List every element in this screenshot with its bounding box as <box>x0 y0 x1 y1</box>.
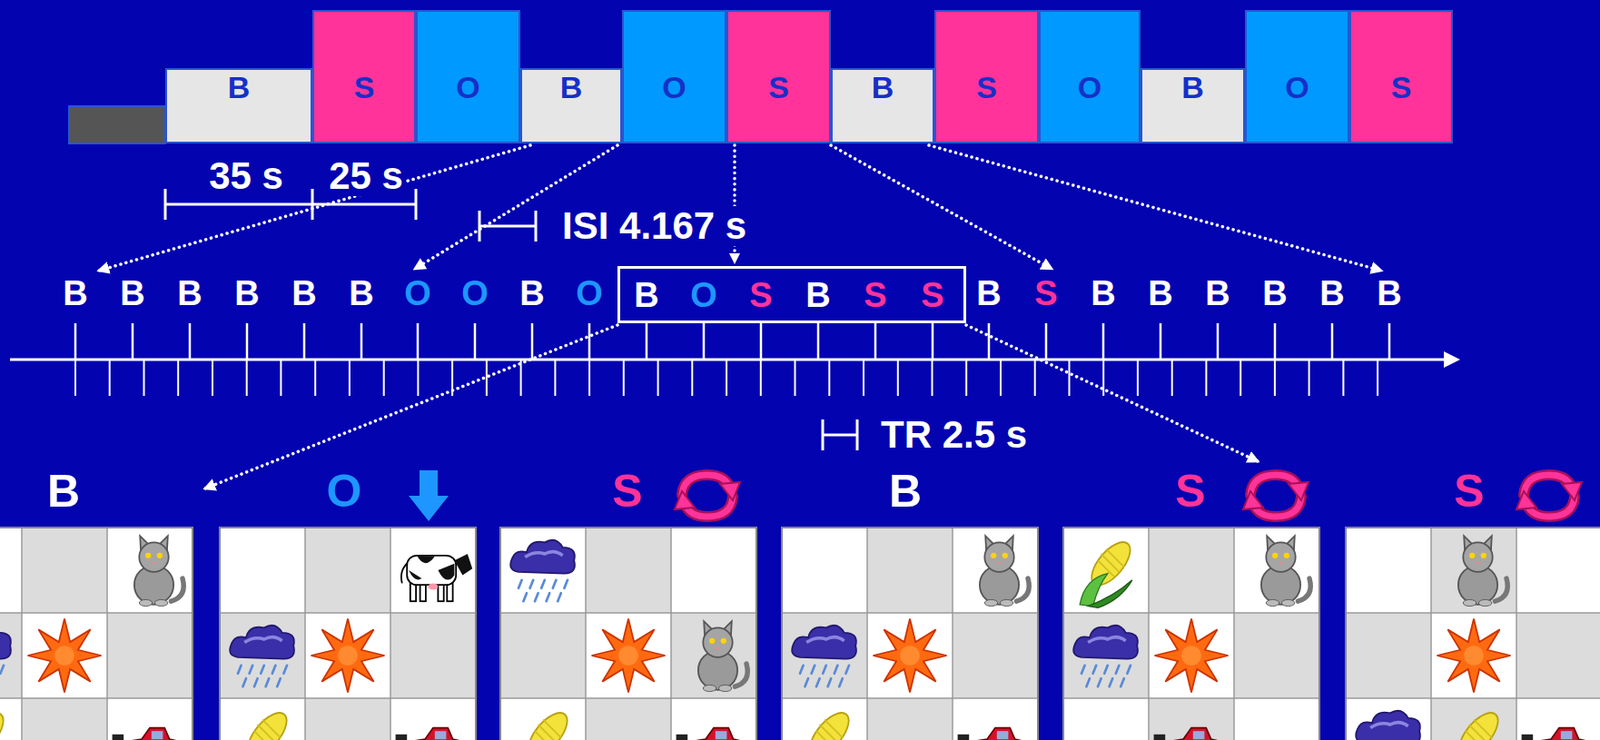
condition-block: B <box>1140 68 1245 144</box>
condition-label: B <box>44 467 83 516</box>
condition-block: S <box>1349 9 1453 144</box>
condition-block: B <box>520 68 623 144</box>
stimulus-letter: O <box>572 276 606 313</box>
dimension-label: 25 s <box>325 156 406 197</box>
stimulus-letter: B <box>1316 276 1347 313</box>
condition-label: S <box>1451 467 1487 516</box>
stimulus-letter: B <box>805 277 830 313</box>
stimulus-letter: B <box>1259 276 1290 313</box>
stimulus-letter: B <box>174 276 205 313</box>
stimulus-letter: B <box>117 276 148 313</box>
condition-block: S <box>934 9 1039 144</box>
condition-block: S <box>312 9 416 144</box>
stimulus-grid <box>500 527 757 740</box>
rotate-icon <box>1516 474 1582 517</box>
stimulus-letter: S <box>920 277 944 313</box>
stimulus-grid <box>0 527 193 740</box>
arrow-head <box>729 253 741 265</box>
condition-label: S <box>1172 467 1208 516</box>
condition-label: S <box>609 467 645 516</box>
dimension-label: 35 s <box>206 156 287 197</box>
condition-block: O <box>1038 9 1141 144</box>
baseline-block <box>69 106 166 144</box>
stimulus-letter: B <box>516 276 547 313</box>
stimulus-grid <box>781 527 1038 740</box>
block-letter: B <box>227 71 251 103</box>
stimulus-letter: B <box>345 276 376 313</box>
stimulus-letter: S <box>863 277 887 313</box>
down-arrow-icon <box>408 470 449 522</box>
block-letter: S <box>976 71 998 103</box>
condition-block: O <box>1244 9 1350 144</box>
stimulus-letter: O <box>401 276 435 313</box>
trial-frame: BOSBSS <box>617 266 967 324</box>
stimulus-letter: O <box>690 277 718 313</box>
stimulus-letter: B <box>1087 276 1118 313</box>
dotted-leader-lines <box>98 145 1382 489</box>
condition-label: O <box>324 467 366 516</box>
block-letter: B <box>560 71 583 103</box>
stimulus-letter: B <box>1373 276 1404 313</box>
stimulus-letter: B <box>1202 276 1233 313</box>
stimulus-letter: B <box>59 276 90 313</box>
condition-block: B <box>165 68 313 144</box>
block-letter: O <box>1077 71 1102 103</box>
stimulus-letter: B <box>973 276 1004 313</box>
stimulus-letter: B <box>1145 276 1176 313</box>
stimulus-letter: B <box>633 277 659 313</box>
dotted-connector <box>729 145 741 265</box>
dimension-label: ISI 4.167 s <box>559 206 750 247</box>
rotate-icon <box>674 474 741 517</box>
block-letter: S <box>354 71 376 103</box>
stimulus-grid <box>219 527 476 740</box>
block-letter: S <box>1391 71 1413 103</box>
dimension-label: TR 2.5 s <box>878 414 1030 455</box>
condition-block: O <box>415 9 521 144</box>
condition-label: B <box>886 467 925 516</box>
time-axis <box>9 323 1461 396</box>
block-letter: O <box>661 71 686 103</box>
dimension-brackets <box>165 188 858 451</box>
stimulus-grid <box>1345 527 1600 740</box>
block-letter: S <box>768 71 790 103</box>
stimulus-letter: B <box>288 276 319 313</box>
stimulus-letter: S <box>749 277 772 313</box>
stimulus-letter: O <box>458 276 492 313</box>
block-letter: B <box>1181 71 1205 103</box>
condition-block: B <box>830 68 935 144</box>
block-letter: O <box>455 71 480 103</box>
rotate-icon <box>1243 474 1309 517</box>
stimulus-letter: B <box>231 276 262 313</box>
block-letter: O <box>1284 71 1309 103</box>
condition-block: S <box>726 9 831 144</box>
block-letter: B <box>871 71 895 103</box>
stimulus-grid <box>1063 527 1320 740</box>
condition-block: O <box>622 9 727 144</box>
stimulus-letter: S <box>1031 276 1060 313</box>
